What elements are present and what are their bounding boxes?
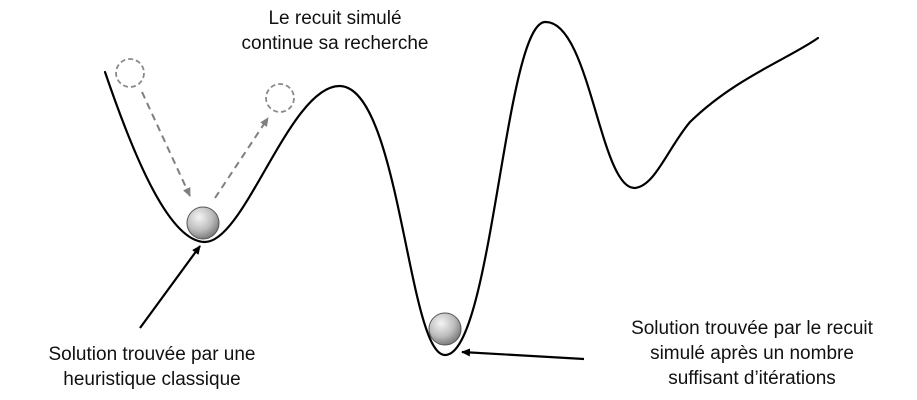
label-continue-search: Le recuit simulé continue sa recherche [190, 6, 480, 56]
ball-local-minimum [187, 207, 219, 239]
label-simulated-annealing-line3: suffisant d’itérations [592, 366, 912, 391]
ball-global-minimum [429, 313, 461, 345]
arrow-to-global-minimum [462, 352, 584, 359]
label-classic-heuristic: Solution trouvée par une heuristique cla… [2, 342, 302, 392]
arrow-to-local-minimum [140, 246, 200, 328]
label-simulated-annealing-line1: Solution trouvée par le recuit [592, 316, 912, 341]
label-simulated-annealing: Solution trouvée par le recuit simulé ap… [592, 316, 912, 391]
label-continue-search-line1: Le recuit simulé [190, 6, 480, 31]
label-classic-heuristic-line2: heuristique classique [2, 367, 302, 392]
dashed-arrow-up [215, 118, 268, 198]
ghost-ball-escape [266, 84, 294, 112]
ghost-ball-start [116, 59, 144, 87]
label-classic-heuristic-line1: Solution trouvée par une [2, 342, 302, 367]
label-continue-search-line2: continue sa recherche [190, 31, 480, 56]
label-simulated-annealing-line2: simulé après un nombre [592, 341, 912, 366]
energy-curve [105, 22, 818, 355]
